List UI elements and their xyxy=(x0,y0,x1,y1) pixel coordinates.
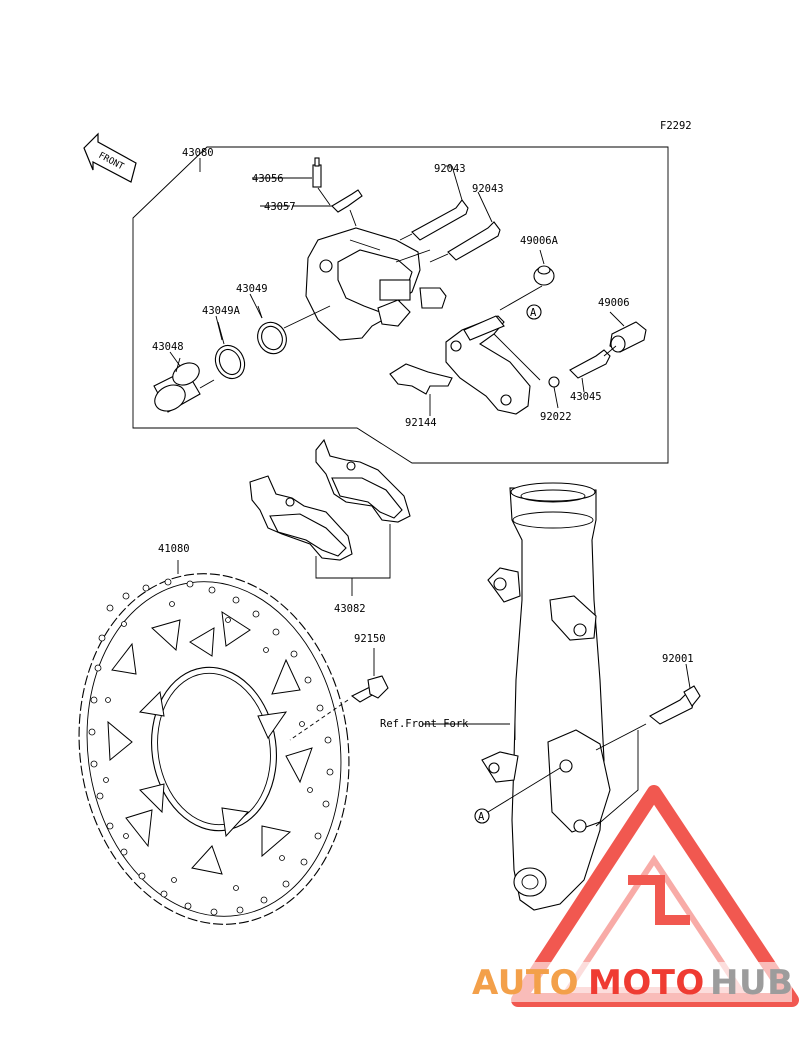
caliper-mounting-bolt xyxy=(595,663,701,827)
callout-43048: 43048 xyxy=(152,341,184,353)
callout-41080: 41080 xyxy=(158,543,190,555)
callout-43057: 43057 xyxy=(264,201,296,213)
marker-a-lower-label: A xyxy=(478,811,485,823)
callout-92022: 92022 xyxy=(540,411,572,423)
caliper-bracket xyxy=(445,315,541,415)
callout-43049a: 43049A xyxy=(202,305,241,317)
brake-pad-front xyxy=(249,475,353,561)
callout-49006: 49006 xyxy=(598,297,630,309)
callout-43080: 43080 xyxy=(182,147,214,159)
slide-pin xyxy=(569,345,617,393)
caliper-body xyxy=(305,227,447,341)
callout-43049: 43049 xyxy=(236,283,268,295)
watermark-part2: MOTO xyxy=(588,963,705,1003)
pin-boot xyxy=(609,311,647,353)
callout-92144: 92144 xyxy=(405,417,437,429)
piston-seal xyxy=(257,305,331,355)
brake-pad-rear xyxy=(315,438,411,523)
marker-a-upper-label: A xyxy=(530,307,537,319)
callout-43082: 43082 xyxy=(334,603,366,615)
callout-92043-upper: 92043 xyxy=(434,163,466,175)
watermark-text: AUTO MOTO HUB xyxy=(470,962,793,1003)
marker-a-lower: A xyxy=(474,767,561,824)
pin-boot-a xyxy=(499,249,555,311)
marker-a-upper: A xyxy=(526,304,542,320)
callout-92043-lower: 92043 xyxy=(472,183,504,195)
callout-43045: 43045 xyxy=(570,391,602,403)
watermark-part3: HUB xyxy=(710,963,793,1003)
front-arrow-icon: FRONT xyxy=(83,132,137,183)
caliper-pin-upper xyxy=(399,165,469,241)
caliper-assembly-box xyxy=(132,146,669,464)
callout-49006a: 49006A xyxy=(520,235,559,247)
brake-disc xyxy=(78,560,350,925)
callout-92150: 92150 xyxy=(354,633,386,645)
piston xyxy=(153,357,215,413)
dust-seal xyxy=(214,321,246,380)
watermark-part1: AUTO xyxy=(472,963,579,1003)
bleed-cap xyxy=(292,189,363,227)
pad-spring xyxy=(389,363,453,416)
figure-code: F2292 xyxy=(660,120,692,132)
disc-bolt xyxy=(289,648,389,741)
retainer-clip xyxy=(548,376,560,409)
leader-lines xyxy=(169,165,510,725)
callout-43056: 43056 xyxy=(252,173,284,185)
bleed-valve xyxy=(292,157,331,206)
caliper-pin-lower xyxy=(429,191,501,263)
front-fork xyxy=(481,482,611,911)
ref-front-fork-label: Ref.Front Fork xyxy=(380,718,469,730)
callout-92001: 92001 xyxy=(662,653,694,665)
